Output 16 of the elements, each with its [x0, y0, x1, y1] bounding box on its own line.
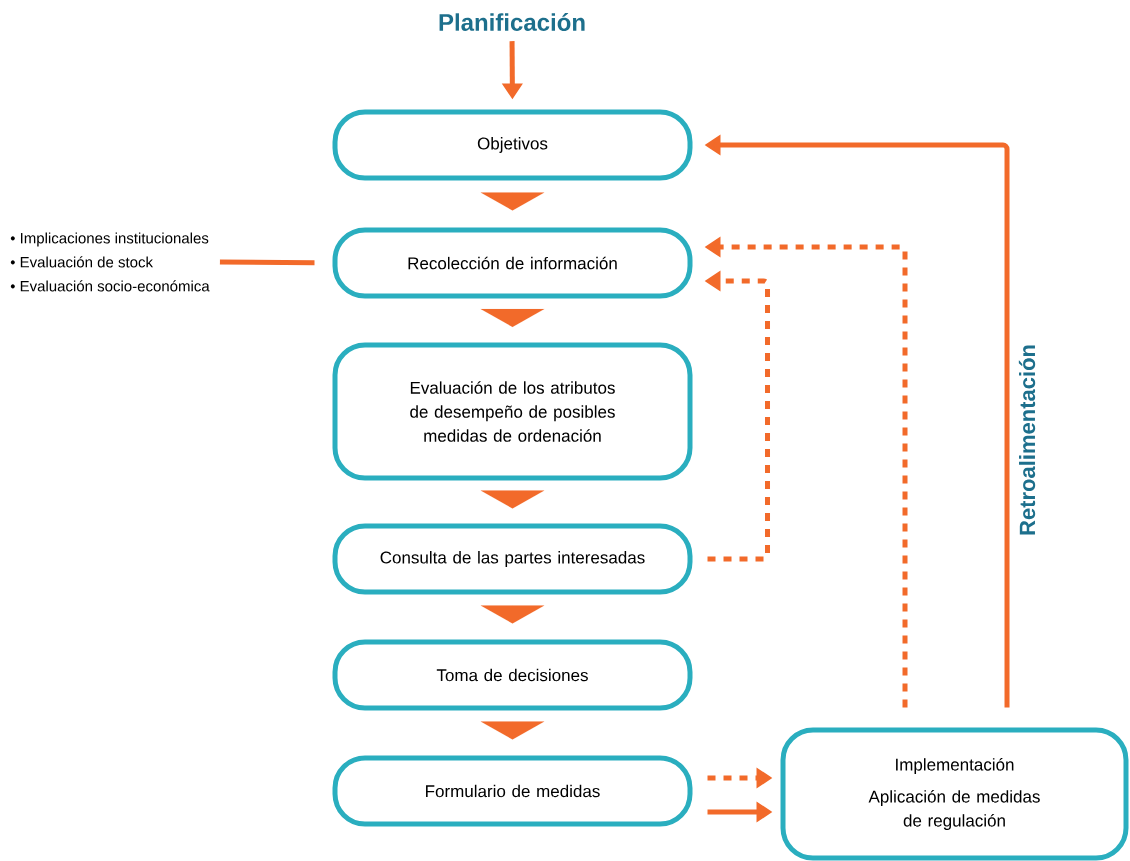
bullet-list: • Implicaciones institucionales • Evaluación de stock • Evaluación socio-económica: [10, 232, 210, 292]
chevron-arrow: [480, 721, 545, 740]
process-box: Toma de decisiones: [332, 639, 693, 711]
connector-line: [219, 259, 315, 266]
process-box: Evaluación de los atributos de desempeño de posibles medidas de ordenación: [332, 342, 693, 481]
process-box: Implementación Aplicación de medidas de regulación: [780, 727, 1129, 861]
chevron-arrow: [480, 605, 545, 624]
process-box: Consulta de las partes interesadas: [332, 523, 693, 595]
chevron-arrow: [480, 192, 545, 211]
heading: Planificación: [439, 13, 585, 31]
chevron-arrow: [480, 490, 545, 509]
process-box: Formulario de medidas: [332, 755, 693, 827]
edge-label: Retroalimentación: [1018, 345, 1036, 535]
process-box: Recolección de información: [332, 227, 693, 299]
chevron-arrow: [480, 308, 545, 327]
process-box: Objetivos: [332, 109, 693, 181]
